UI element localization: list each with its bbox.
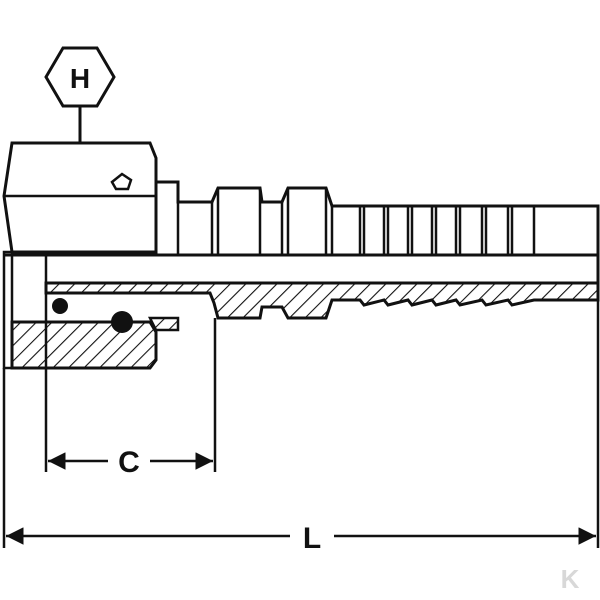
dim-l-label: L bbox=[303, 522, 321, 555]
dimension-lines bbox=[2, 298, 600, 548]
brand-watermark: K bbox=[561, 564, 580, 594]
hex-size-symbol: H bbox=[44, 46, 116, 143]
dim-c-label: C bbox=[118, 446, 140, 479]
nut-locking-hole bbox=[110, 172, 133, 191]
tail-barbs bbox=[358, 206, 536, 255]
o-ring-small bbox=[52, 298, 68, 314]
hex-label: H bbox=[70, 63, 90, 94]
swivel-nut bbox=[2, 141, 158, 370]
fitting-section bbox=[44, 281, 600, 333]
o-ring-large bbox=[111, 311, 133, 333]
